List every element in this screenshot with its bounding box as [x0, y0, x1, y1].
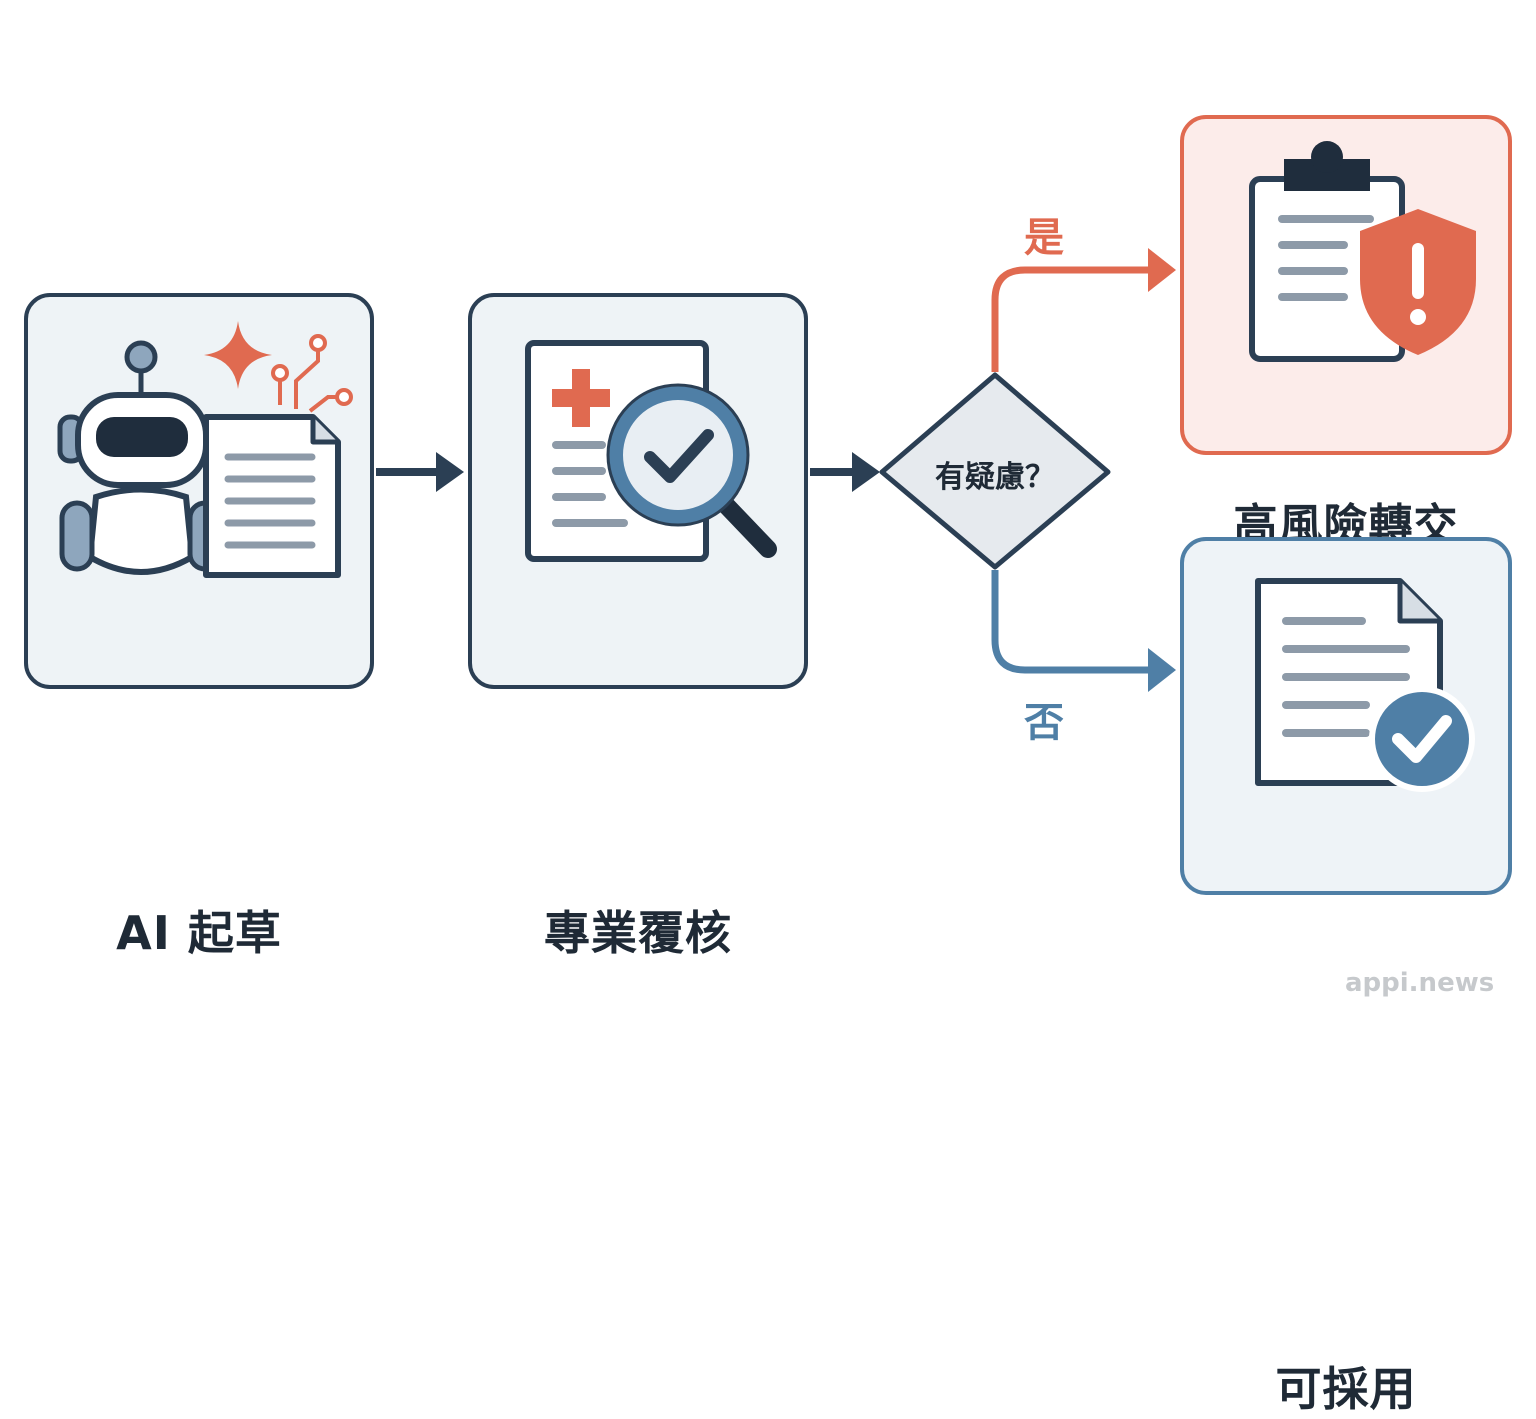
check-document-icon: [1255, 578, 1475, 792]
flow-canvas: [376, 248, 1176, 692]
node-professional-review: 專業覆核: [468, 293, 808, 960]
branch-yes-label: 是: [1024, 215, 1064, 261]
document-icon: [203, 414, 341, 578]
magnifier-check-icon: [606, 383, 777, 558]
node-acceptable: 可採用: [1180, 537, 1512, 1416]
arrow-draft-to-review: [376, 452, 464, 492]
branch-no-label: 否: [1024, 700, 1064, 746]
sparkle-icon: [204, 321, 353, 413]
node-professional-review-label: 專業覆核: [544, 906, 732, 960]
arrow-yes-branch: [991, 248, 1176, 372]
arrow-review-to-decision: [810, 452, 880, 492]
medical-cross-icon: [552, 369, 610, 427]
decision-label: 有疑慮？: [935, 460, 1055, 495]
node-acceptable-label: 可採用: [1275, 1362, 1417, 1416]
clipboard-icon: [1249, 141, 1405, 362]
warning-shield-icon: [1360, 209, 1476, 355]
node-high-risk-handoff: 高風險轉交: [1180, 115, 1512, 551]
node-ai-draft: AI 起草: [24, 293, 374, 960]
check-badge-icon: [1369, 686, 1475, 792]
watermark: appi.news: [1345, 968, 1495, 998]
node-ai-draft-label: AI 起草: [116, 906, 282, 960]
decision-diamond: [879, 372, 1111, 570]
arrow-no-branch: [991, 570, 1176, 692]
